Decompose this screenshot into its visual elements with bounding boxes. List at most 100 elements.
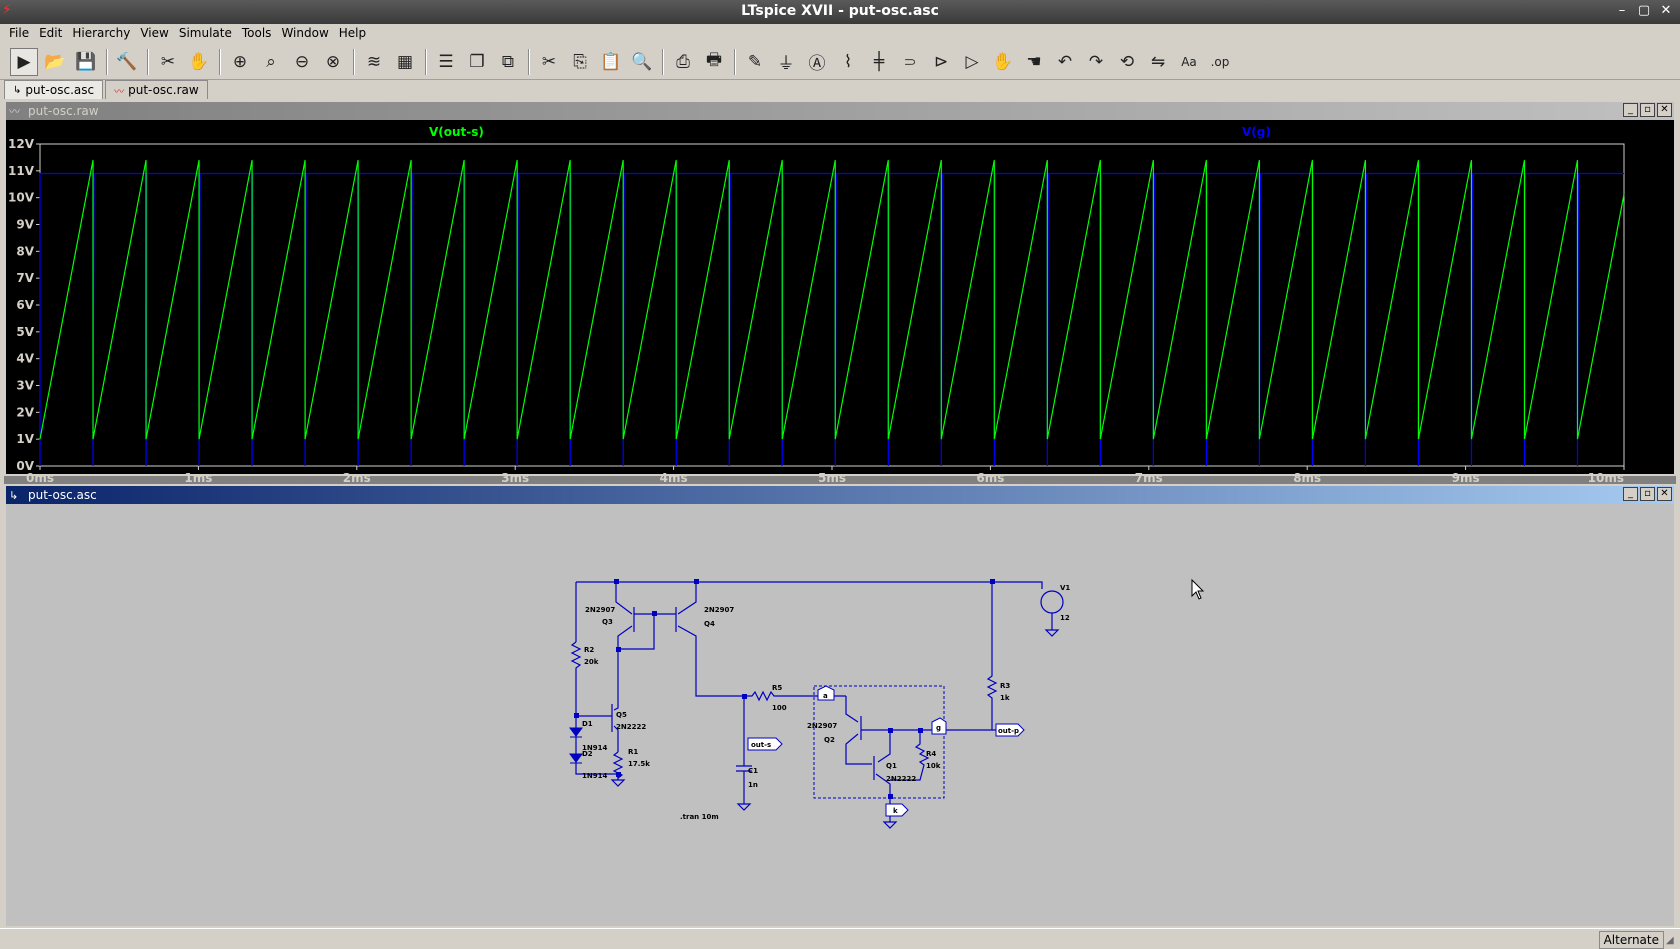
x-tick-label: 9ms	[1452, 471, 1480, 485]
spice-directive[interactable]: .tran 10m	[680, 813, 719, 821]
x-tick-label: 10ms	[1588, 471, 1624, 485]
zoom-area-icon[interactable]: ⌕	[266, 51, 276, 72]
schematic-window[interactable]: ↳ put-osc.asc _ ▫ ✕	[4, 484, 1676, 928]
find-icon[interactable]: 🔍	[631, 51, 653, 72]
capacitor-icon[interactable]: ╪	[873, 51, 885, 72]
waveform-minimize-button[interactable]: _	[1623, 103, 1638, 117]
q2-model: 2N2907	[807, 722, 837, 730]
run-icon[interactable]: ▶	[10, 47, 38, 76]
menu-edit[interactable]: Edit	[39, 26, 63, 40]
q4-label: Q4	[704, 620, 715, 628]
close-button[interactable]: ✕	[1660, 3, 1672, 18]
resistor-icon[interactable]: ⌇	[843, 51, 853, 72]
trace-v-g	[39, 172, 1624, 467]
print-setup-icon[interactable]: ⎙	[676, 51, 690, 72]
v1-label: V1	[1060, 584, 1070, 592]
open-icon[interactable]: 📂	[44, 51, 66, 72]
cut-icon[interactable]: ✂	[541, 51, 557, 72]
menu-simulate[interactable]: Simulate	[178, 26, 232, 40]
rotate-icon[interactable]: ⟲	[1119, 51, 1135, 72]
menu-file[interactable]: File	[9, 26, 30, 40]
grid-icon[interactable]: ▦	[396, 51, 414, 72]
schematic-maximize-button[interactable]: ▫	[1640, 487, 1655, 501]
copy-icon[interactable]: ⎘	[573, 51, 587, 72]
toolbar-separator	[662, 48, 664, 75]
put-subcircuit-box	[813, 685, 945, 799]
probe-icon[interactable]: ✂	[160, 51, 176, 72]
ltspice-app-icon[interactable]: ⚡	[2, 2, 12, 18]
menu-window[interactable]: Window	[281, 26, 329, 40]
waveform-window-titlebar[interactable]: 〰 put-osc.raw _ ▫ ✕	[6, 102, 1674, 120]
draw-wire-icon[interactable]: ✎	[747, 51, 763, 72]
y-tick-label: 9V	[16, 218, 34, 232]
resize-grip-icon[interactable]: ◢	[1666, 935, 1674, 946]
schematic-close-button[interactable]: ✕	[1657, 487, 1672, 501]
tile-horizontal-icon[interactable]: ☰	[438, 51, 454, 72]
zoom-out-icon[interactable]: ⊖	[294, 51, 310, 72]
tab-put-osc-asc[interactable]: ↳ put-osc.asc	[4, 80, 104, 99]
window-titlebar: ⚡ LTspice XVII - put-osc.asc – ▢ ✕	[0, 0, 1680, 24]
waveform-maximize-button[interactable]: ▫	[1640, 103, 1655, 117]
status-mode: Alternate	[1598, 931, 1664, 949]
document-tabs: ↳ put-osc.asc 〰 put-osc.raw	[4, 80, 210, 100]
r4-value: 10k	[926, 762, 941, 770]
schematic-minimize-button[interactable]: _	[1623, 487, 1638, 501]
pin-a-label: a	[823, 692, 828, 700]
menu-bar: File Edit Hierarchy View Simulate Tools …	[0, 24, 1680, 44]
menu-hierarchy[interactable]: Hierarchy	[72, 26, 131, 40]
schematic-window-titlebar[interactable]: ↳ put-osc.asc _ ▫ ✕	[6, 486, 1674, 504]
label-net-icon[interactable]: Ⓐ	[808, 54, 826, 74]
save-icon[interactable]: 💾	[75, 51, 97, 72]
window-title: LTspice XVII - put-osc.asc	[741, 3, 939, 19]
text-icon[interactable]: Aa	[1181, 54, 1197, 69]
cascade-icon[interactable]: ❐	[469, 51, 485, 72]
x-tick-label: 8ms	[1293, 471, 1321, 485]
minimize-button[interactable]: –	[1618, 3, 1626, 18]
y-tick-label: 6V	[16, 298, 34, 312]
r5-label: R5	[772, 684, 782, 692]
drag-icon[interactable]: ☚	[1026, 51, 1042, 72]
inductor-icon[interactable]: ⸧	[901, 53, 919, 73]
paste-icon[interactable]: 📋	[600, 51, 622, 72]
net-label-out-s: out-s	[751, 741, 771, 749]
y-tick-label: 0V	[16, 459, 34, 473]
toolbar-separator	[528, 48, 530, 75]
net-label-out-p: out-p	[998, 727, 1019, 735]
pin-k-label: k	[893, 807, 898, 815]
zoom-in-icon[interactable]: ⊕	[232, 51, 248, 72]
component-icon[interactable]: ▷	[965, 51, 979, 72]
zoom-cancel-icon[interactable]: ⊗	[325, 51, 341, 72]
maximize-button[interactable]: ▢	[1637, 3, 1651, 18]
menu-tools[interactable]: Tools	[241, 26, 272, 40]
autorange-icon[interactable]: ≋	[366, 51, 382, 72]
diode-icon[interactable]: ⊳	[933, 51, 949, 72]
x-tick-label: 6ms	[976, 471, 1004, 485]
junction-dots	[574, 579, 995, 799]
x-tick-label: 1ms	[184, 471, 212, 485]
redo-icon[interactable]: ↷	[1088, 51, 1104, 72]
ground-icon[interactable]: ⏚	[777, 54, 795, 74]
schematic-canvas[interactable]: V1 12 2N2907 Q3 2N2907 Q4 R2 20k Q5 2N22…	[6, 504, 1674, 926]
q2-label: Q2	[824, 736, 835, 744]
spice-directive-icon[interactable]: .op	[1210, 54, 1230, 69]
undo-icon[interactable]: ↶	[1057, 51, 1073, 72]
d1-label: D1	[582, 720, 593, 728]
control-panel-icon[interactable]: 🔨	[116, 51, 138, 72]
move-icon[interactable]: ✋	[992, 51, 1014, 72]
pan-hand-icon[interactable]: ✋	[188, 51, 210, 72]
tab-label: put-osc.raw	[128, 83, 199, 97]
q5-model: 2N2222	[616, 723, 646, 731]
q4-model: 2N2907	[704, 606, 734, 614]
mirror-icon[interactable]: ⇋	[1150, 51, 1166, 72]
tile-vertical-icon[interactable]: ⧉	[501, 51, 515, 72]
menu-help[interactable]: Help	[338, 26, 367, 40]
trace-label-v-g[interactable]: V(g)	[1242, 125, 1271, 139]
trace-label-v-out-s[interactable]: V(out-s)	[429, 125, 484, 139]
print-icon[interactable]: 🖶	[705, 50, 723, 70]
menu-view[interactable]: View	[140, 26, 169, 40]
waveform-close-button[interactable]: ✕	[1657, 103, 1672, 117]
tab-put-osc-raw[interactable]: 〰 put-osc.raw	[105, 80, 208, 99]
y-tick-label: 11V	[8, 164, 35, 178]
